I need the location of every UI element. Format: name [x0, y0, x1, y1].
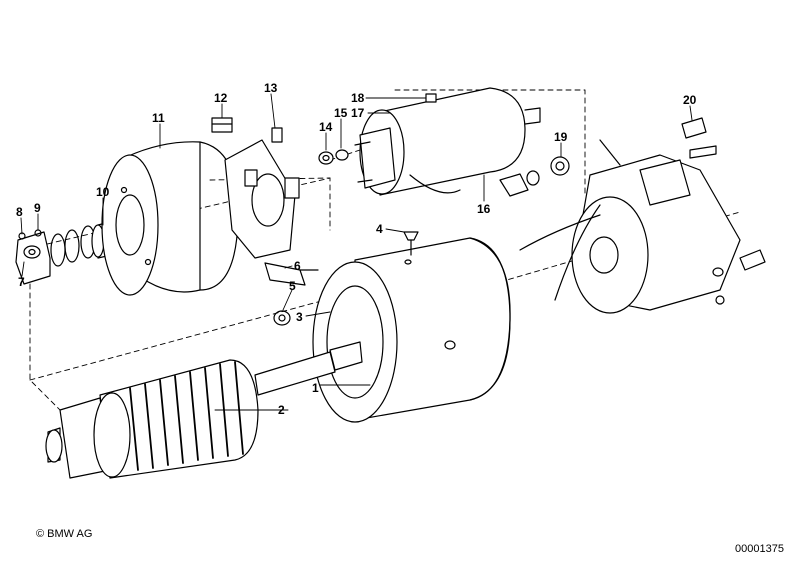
callout-2: 2	[278, 403, 285, 417]
brush-part-12	[211, 117, 233, 133]
washer-part-15	[335, 149, 349, 161]
drive-end-housing	[519, 154, 741, 314]
callout-15: 15	[334, 106, 348, 120]
washer-rings	[50, 225, 96, 267]
callout-13: 13	[264, 81, 278, 95]
callout-4: 4	[376, 222, 383, 236]
callout-6: 6	[294, 259, 301, 273]
callout-17: 17	[351, 106, 365, 120]
callout-16: 16	[477, 202, 491, 216]
brush-bracket-part-6	[264, 262, 319, 286]
callout-19: 19	[554, 130, 568, 144]
gasket-part	[499, 170, 540, 197]
callout-18: 18	[351, 91, 365, 105]
callout-9: 9	[34, 201, 41, 215]
brush-plate-part-13	[224, 127, 300, 259]
screw-part-4	[403, 231, 419, 256]
nut-part-19	[550, 156, 570, 176]
callout-7: 7	[18, 275, 25, 289]
bolt-part-20	[599, 117, 766, 305]
callout-5: 5	[289, 279, 296, 293]
solenoid-part-16	[354, 87, 541, 196]
callout-20: 20	[683, 93, 697, 107]
field-housing-part-1	[312, 237, 511, 423]
spring-part-5	[273, 310, 291, 326]
armature-part-2	[45, 341, 363, 479]
callout-3: 3	[296, 310, 303, 324]
callout-11: 11	[152, 111, 165, 125]
callout-8: 8	[16, 205, 23, 219]
callout-12: 12	[214, 91, 228, 105]
end-housing-part-11	[101, 141, 239, 296]
copyright-text: © BMW AG	[36, 528, 92, 540]
callout-leader-lines	[20, 93, 693, 411]
nut-part-14	[318, 151, 334, 165]
document-number: 00001375	[735, 543, 784, 555]
callout-14: 14	[319, 120, 333, 134]
callout-10: 10	[96, 185, 110, 199]
callout-1: 1	[312, 381, 319, 395]
